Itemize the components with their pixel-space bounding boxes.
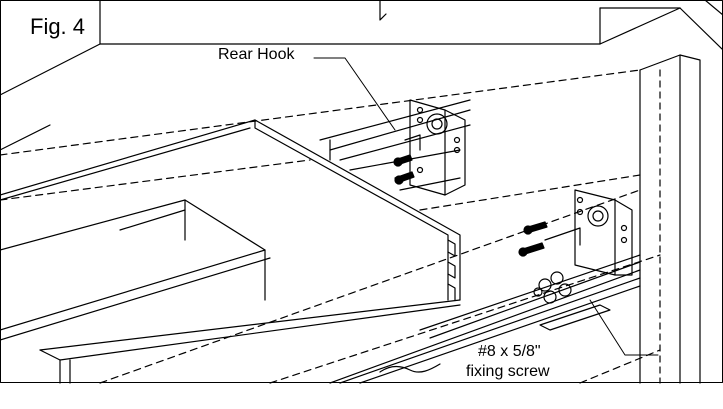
cabinet-frame xyxy=(0,0,723,384)
screw-leader xyxy=(589,299,659,356)
screw-description-callout: fixing screw xyxy=(466,363,550,380)
drawer-box xyxy=(0,119,461,384)
figure-label: Fig. 4 xyxy=(30,14,86,39)
adjustment-cams xyxy=(533,271,572,304)
screws xyxy=(393,154,548,257)
image-border xyxy=(0,0,723,383)
rear-bracket-right xyxy=(544,189,633,276)
rear-hook-callout: Rear Hook xyxy=(218,46,295,63)
lower-slide-rail xyxy=(329,254,641,384)
rear-hook-leader xyxy=(313,57,396,131)
screw-size-callout: #8 x 5/8" xyxy=(478,343,541,360)
